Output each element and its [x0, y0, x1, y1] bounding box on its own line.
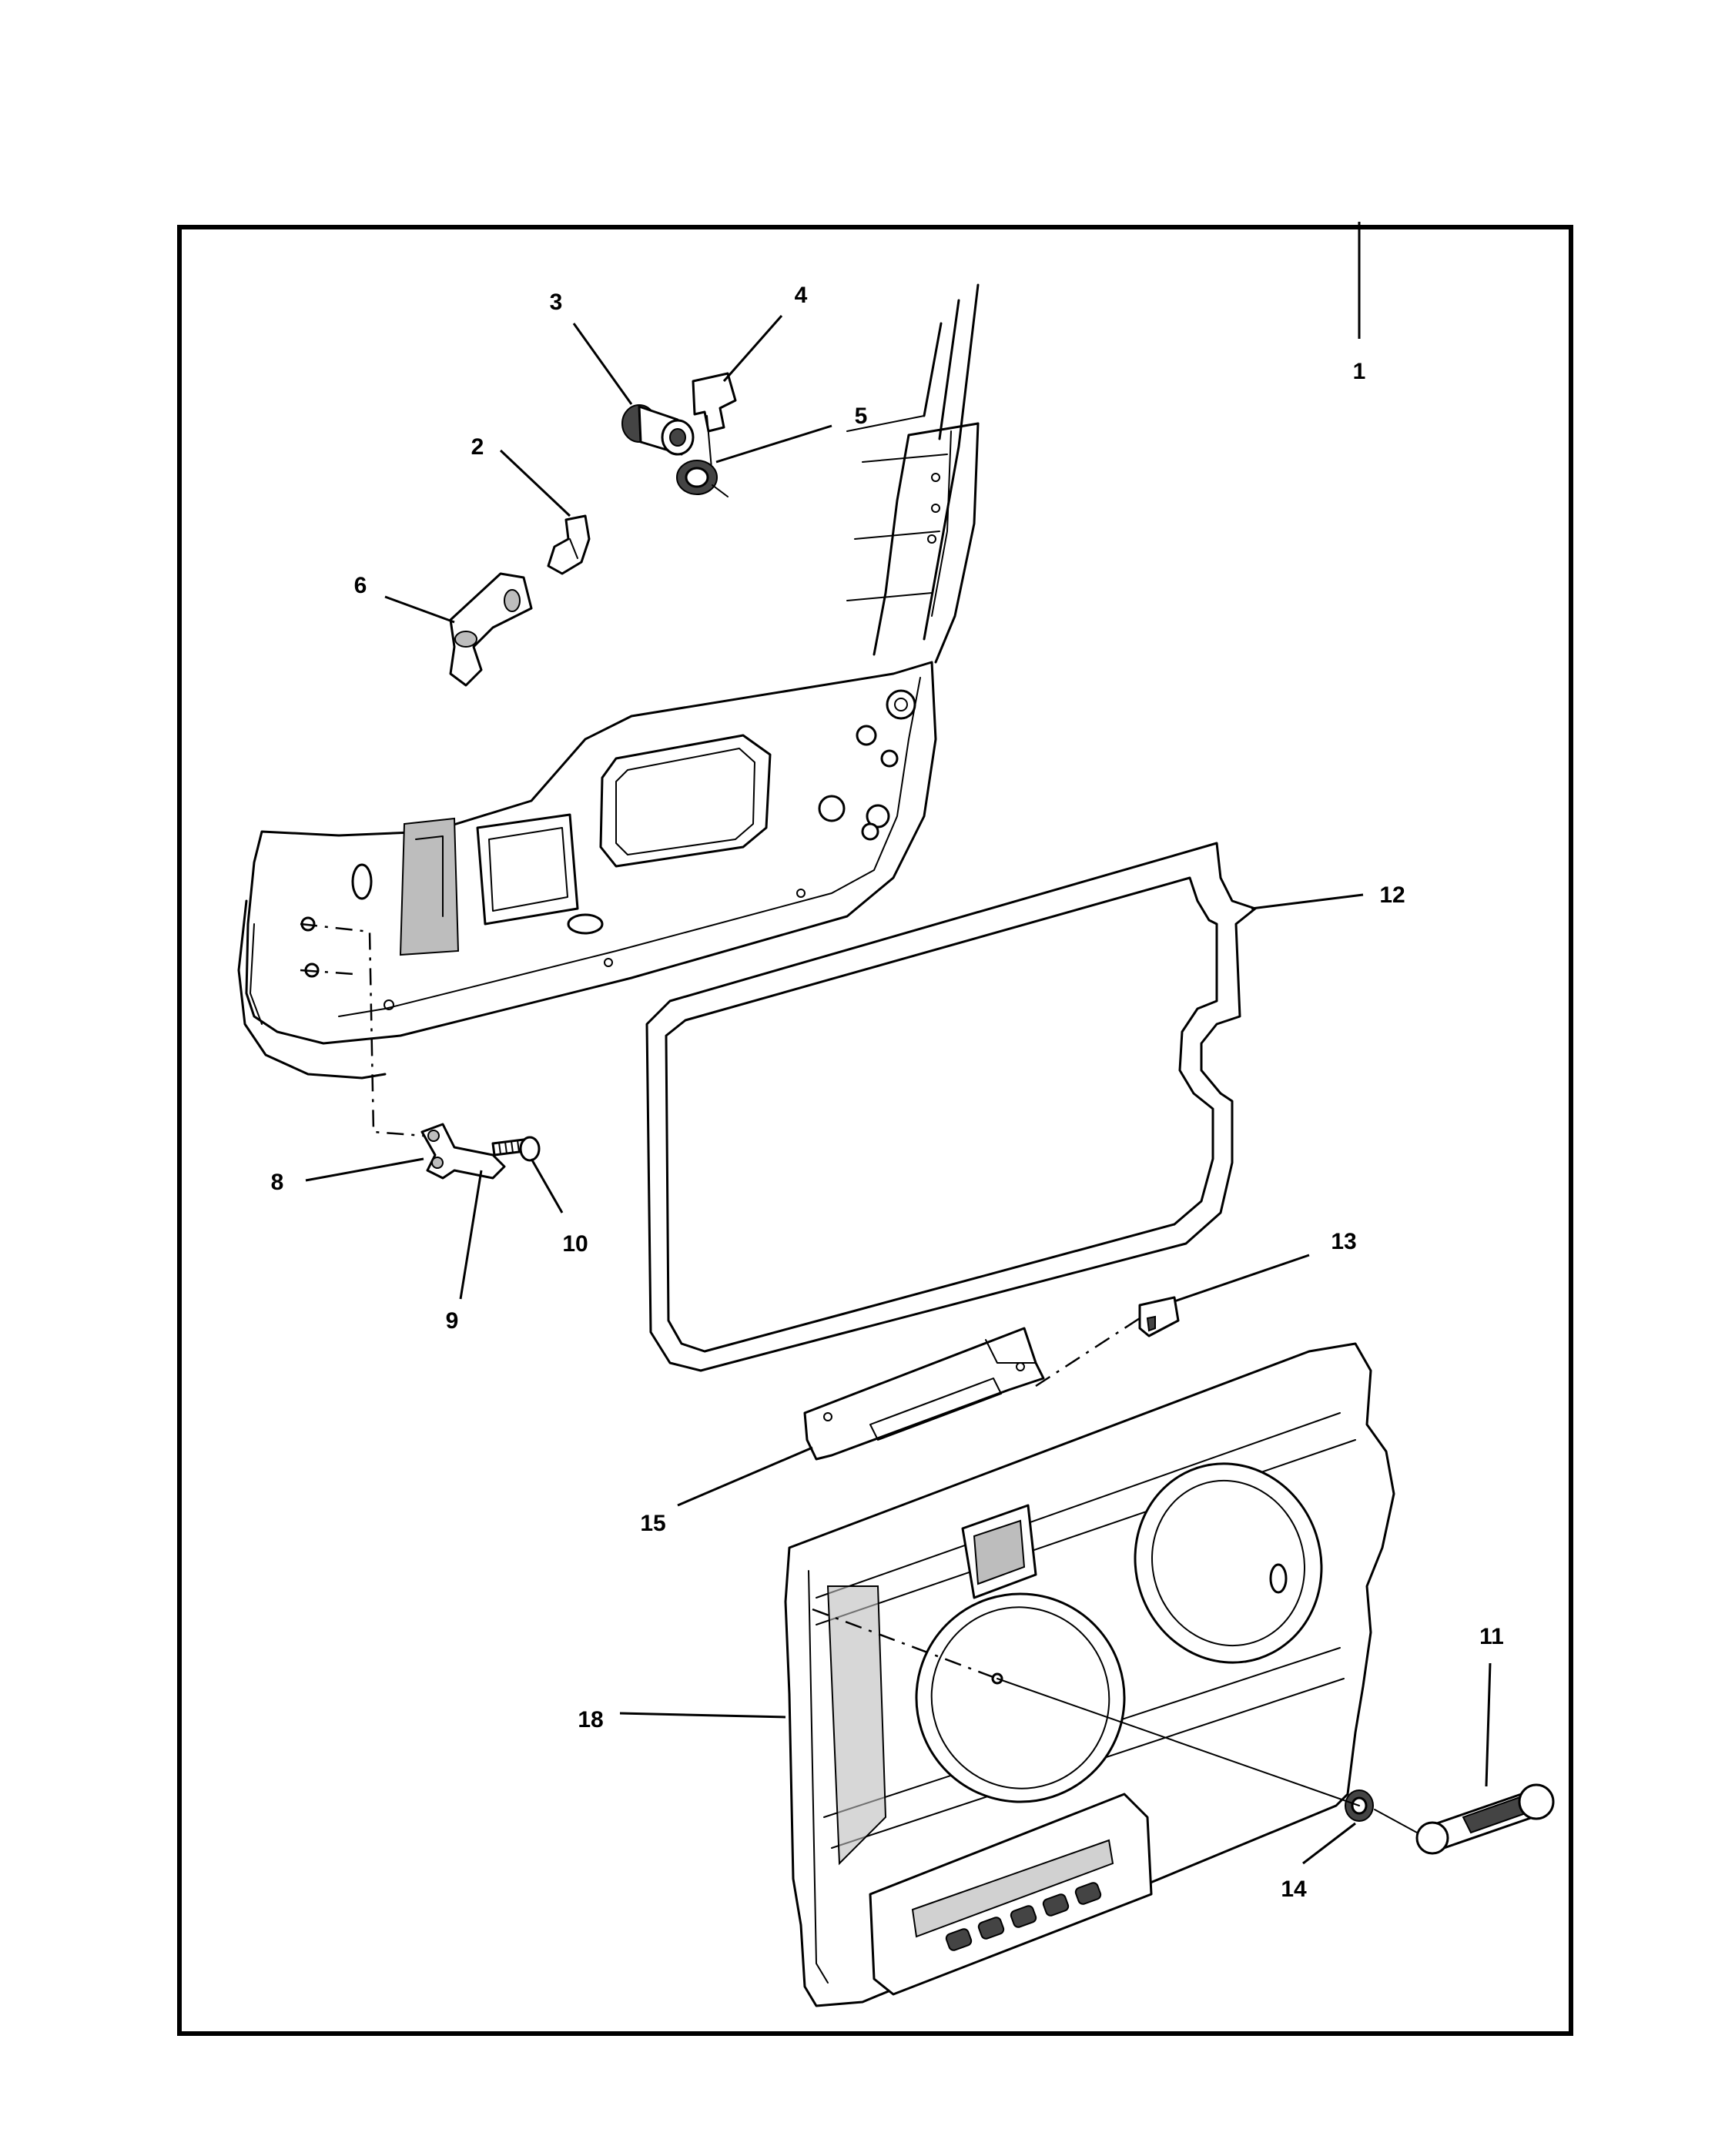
leader-18: [619, 1712, 786, 1719]
callout-9: 9: [446, 1308, 459, 1334]
part-10-bolt: [491, 1136, 541, 1162]
leader-12: [1251, 893, 1364, 910]
callout-15: 15: [640, 1511, 665, 1536]
callout-4: 4: [795, 283, 808, 308]
leader-9: [459, 1170, 483, 1300]
leader-lines: [305, 222, 1492, 1865]
callout-labels: 1 2 3 4 5 6 8 9 10 11 12 13 14 15 18: [271, 283, 1504, 1902]
leader-11: [1485, 1662, 1492, 1787]
part-11-window-handle: [1415, 1783, 1555, 1855]
callout-12: 12: [1379, 882, 1405, 908]
part-18-door-trim-panel: [784, 1342, 1395, 2007]
part-6-latch-bracket: [449, 572, 533, 687]
leader-13: [1174, 1254, 1310, 1303]
part-3-lock-cylinder: [621, 404, 695, 456]
callout-1: 1: [1353, 359, 1366, 384]
leader-5: [715, 424, 832, 464]
leader-10: [530, 1158, 564, 1214]
callout-10: 10: [562, 1231, 588, 1257]
callout-5: 5: [855, 403, 868, 429]
part-12-weatherstrip: [645, 842, 1257, 1372]
callout-3: 3: [550, 290, 563, 315]
leader-14: [1302, 1822, 1356, 1865]
leader-2: [499, 449, 571, 517]
leader-4: [722, 315, 783, 382]
leader-8: [305, 1157, 424, 1182]
callout-11: 11: [1479, 1624, 1504, 1649]
part-13-clip: [1138, 1296, 1180, 1337]
part-8-9-check-strap: [420, 1123, 506, 1180]
callout-14: 14: [1281, 1876, 1307, 1902]
leader-3: [572, 323, 633, 405]
leader-6: [384, 595, 455, 624]
callout-2: 2: [471, 434, 484, 460]
callout-6: 6: [354, 573, 367, 598]
diagram-frame: [177, 225, 1573, 2036]
assembly-center-lines: [300, 922, 1418, 1833]
callout-13: 13: [1331, 1229, 1356, 1254]
part-15-bracket: [803, 1327, 1045, 1461]
part-1-door-inner-panel: [237, 283, 980, 1080]
leader-15: [677, 1446, 813, 1507]
part-5-lock-housing: [676, 460, 729, 497]
callout-18: 18: [578, 1707, 603, 1732]
part-2-rod-clip: [547, 514, 591, 575]
callout-8: 8: [271, 1170, 284, 1195]
